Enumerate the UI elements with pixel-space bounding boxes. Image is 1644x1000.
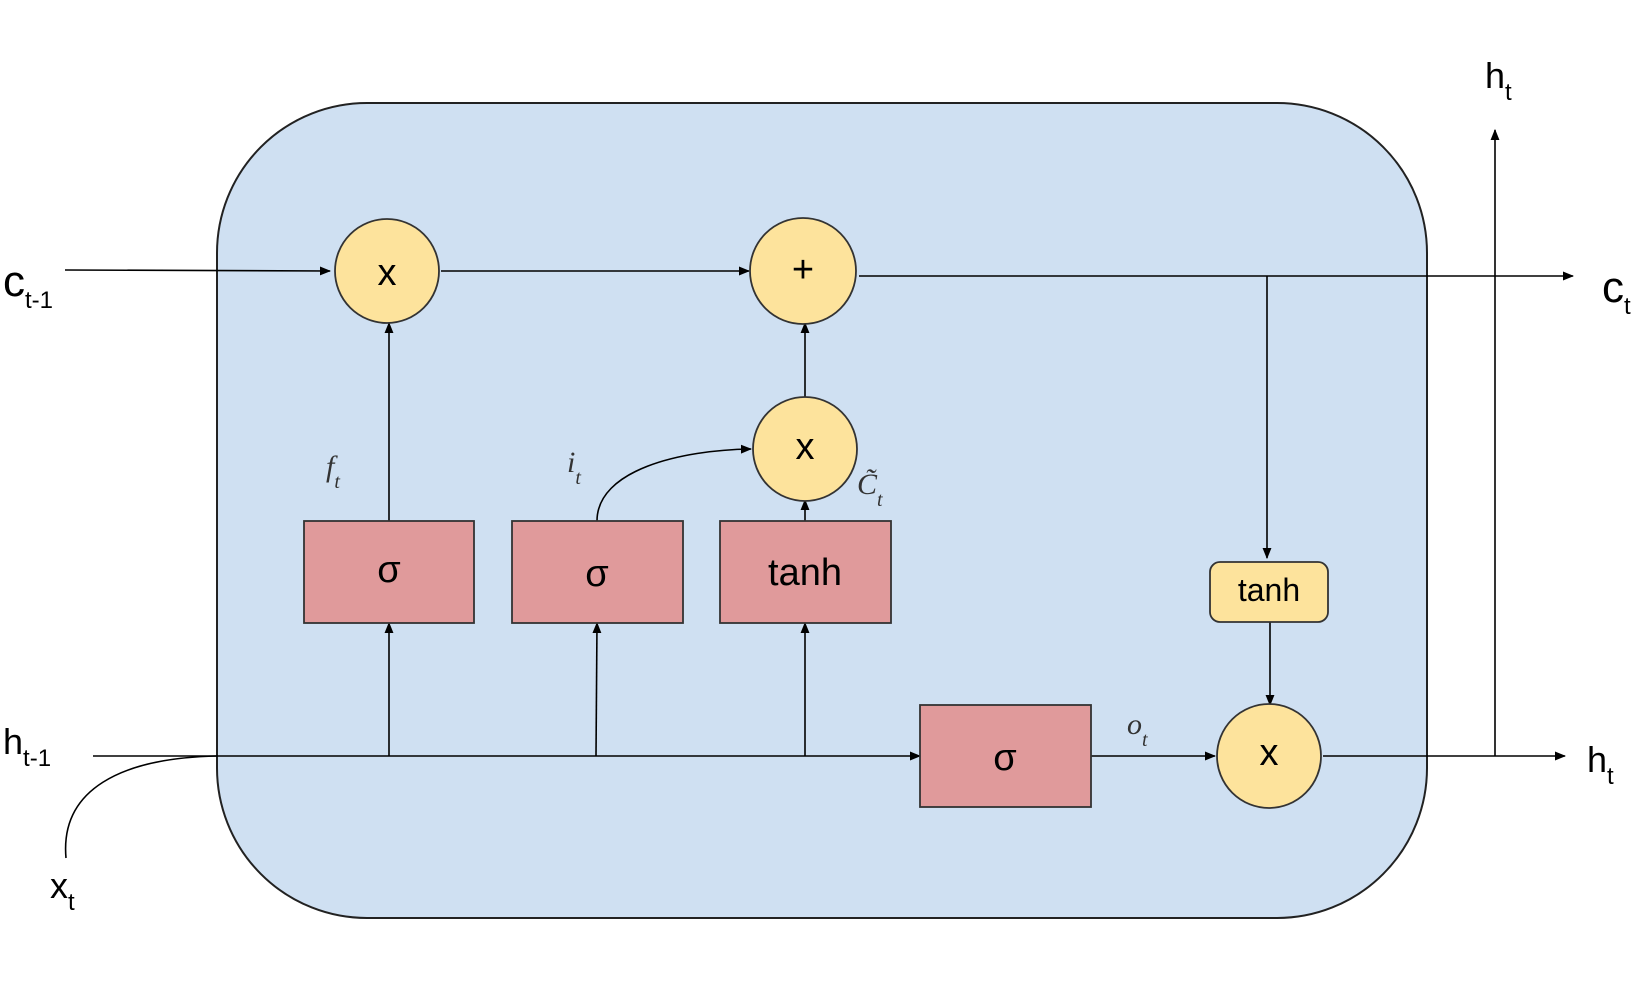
candidate-activation-label: C̃t (857, 468, 883, 511)
candidate-gate-label: tanh (768, 552, 842, 594)
output-multiply-symbol: x (1260, 732, 1279, 774)
input-gate-box (511, 520, 684, 624)
output-gate: σ (919, 704, 1092, 808)
candidate-label-sub: t (877, 489, 883, 511)
input-label-sub: t (575, 467, 581, 489)
cell-tanh-box (1209, 561, 1329, 623)
hidden-state-prev-label: ht-1 (3, 721, 51, 772)
h-out-sub: t (1607, 763, 1614, 790)
output-gate-activation-label: ot (1127, 708, 1148, 751)
candidate-label-base: C̃ (857, 468, 878, 501)
x-base: x (50, 865, 68, 906)
input-gate-output-curve (596, 444, 753, 522)
add-symbol: + (792, 249, 814, 291)
h-out-base: h (1587, 739, 1607, 780)
forget-multiply-symbol: x (378, 252, 397, 294)
forget-gate-box (303, 520, 475, 624)
input-gate: σ (511, 520, 684, 624)
hidden-state-top-label: ht (1485, 55, 1512, 106)
forget-gate: σ (303, 520, 475, 624)
candidate-gate-box (719, 520, 892, 624)
h-top-base: h (1485, 55, 1505, 96)
add-circle (749, 217, 857, 325)
forget-multiply-op: x (334, 218, 440, 324)
x-sub: t (68, 889, 75, 916)
input-label-base: i (567, 446, 575, 479)
output-multiply-op: x (1216, 703, 1322, 809)
cell-state-in-line (64, 266, 332, 276)
hidden-state-out-label: ht (1587, 739, 1614, 790)
forget-multiply-circle (334, 218, 440, 324)
candidate-gate: tanh (719, 520, 892, 624)
h-prev-base: h (3, 721, 23, 762)
input-gate-activation-label: it (567, 446, 581, 489)
output-label-sub: t (1142, 729, 1148, 751)
x-input-label: xt (50, 865, 75, 916)
input-gate-input-line (592, 621, 602, 757)
output-multiply-circle (1216, 703, 1322, 809)
add-op: + (749, 217, 857, 325)
cell-tanh-label: tanh (1238, 572, 1300, 608)
c-prev-base: c (3, 257, 25, 306)
c-out-base: c (1602, 263, 1624, 312)
input-multiply-circle (752, 396, 858, 502)
output-gate-label: σ (993, 737, 1016, 779)
cell-state-out-label: ct (1602, 263, 1631, 320)
input-multiply-op: x (752, 396, 858, 502)
input-multiply-symbol: x (796, 426, 815, 468)
input-gate-label: σ (585, 553, 608, 595)
output-gate-box (919, 704, 1092, 808)
cell-tanh: tanh (1209, 561, 1329, 623)
c-out-sub: t (1624, 293, 1631, 320)
c-prev-sub: t-1 (25, 287, 53, 314)
output-label-base: o (1127, 708, 1142, 741)
lstm-cell-body (216, 102, 1428, 919)
x-input-curve (64, 755, 218, 859)
h-top-sub: t (1505, 79, 1512, 106)
cell-state-prev-label: ct-1 (3, 257, 53, 314)
forget-gate-label: σ (377, 549, 400, 591)
h-prev-sub: t-1 (23, 745, 51, 772)
forget-label-sub: t (334, 471, 340, 493)
